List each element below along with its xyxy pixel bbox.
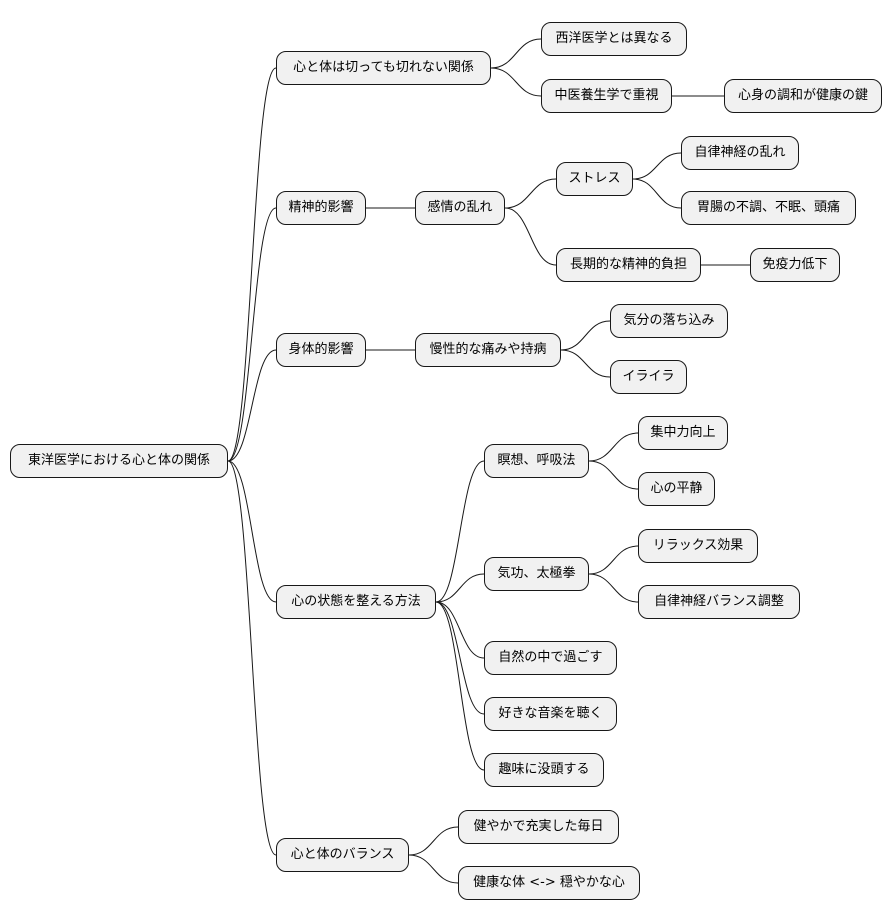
leaf-node-fulfilling-days: 健やかで充実した毎日: [458, 810, 619, 844]
leaf-node-concentration: 集中力向上: [638, 416, 728, 450]
connector-root-n3: [227, 349, 277, 462]
node-chronic-pain: 慢性的な痛みや持病: [415, 333, 561, 367]
leaf-node-hobby: 趣味に没頭する: [484, 753, 604, 787]
node-long-term-burden: 長期的な精神的負担: [556, 248, 701, 282]
connector-n2a-n2a2: [504, 207, 557, 266]
leaf-node-calm-mind: 心の平静: [638, 472, 715, 506]
connector-root-n5: [227, 460, 277, 856]
branch-node-physical-influence: 身体的影響: [276, 333, 366, 367]
connector-n1-n1a: [490, 38, 542, 69]
connector-n3a-n3a1: [560, 320, 611, 351]
leaf-node-autonomic-disorder: 自律神経の乱れ: [681, 136, 799, 170]
connector-n4b-n4b1: [588, 545, 639, 575]
connector-n2a1-n2a1a: [632, 152, 682, 180]
branch-node-balance: 心と体のバランス: [276, 838, 409, 872]
branch-node-inseparable: 心と体は切っても切れない関係: [276, 51, 491, 85]
leaf-node-gi-insomnia-headache: 胃腸の不調、不眠、頭痛: [681, 191, 856, 225]
leaf-node-irritation: イライラ: [610, 360, 687, 394]
connector-n3a-n3a2: [560, 349, 611, 378]
branch-node-methods: 心の状態を整える方法: [276, 585, 436, 619]
connector-n2a1-n2a1b: [632, 178, 682, 209]
connector-n4-n4b: [435, 573, 485, 603]
connector-n4-n4d: [435, 601, 485, 715]
leaf-node-music: 好きな音楽を聴く: [484, 697, 617, 731]
leaf-node-harmony-key: 心身の調和が健康の鍵: [724, 79, 882, 113]
connector-n4b-n4b2: [588, 573, 639, 603]
leaf-node-autonomic-balance: 自律神経バランス調整: [638, 585, 800, 619]
connector-n4-n4e: [435, 601, 485, 771]
connector-n4a-n4a1: [588, 432, 639, 462]
leaf-node-nature-time: 自然の中で過ごす: [484, 641, 617, 675]
node-stress: ストレス: [556, 162, 633, 196]
leaf-node-immunity-decline: 免疫力低下: [750, 248, 840, 282]
node-tcm-emphasis: 中医養生学で重視: [541, 79, 672, 113]
leaf-node-healthy-body-calm-mind: 健康な体 <-> 穏やかな心: [458, 866, 640, 900]
connector-n5-n5a: [408, 826, 459, 856]
connector-n5-n5b: [408, 854, 459, 884]
node-emotional-disturbance: 感情の乱れ: [415, 191, 505, 225]
node-qigong-taichi: 気功、太極拳: [484, 557, 589, 591]
connector-n4-n4c: [435, 601, 485, 659]
leaf-node-differs-western: 西洋医学とは異なる: [541, 22, 687, 56]
connector-root-n4: [227, 460, 277, 603]
connector-root-n2: [227, 207, 277, 462]
connector-n4a-n4a2: [588, 460, 639, 490]
connector-n1-n1b: [490, 67, 542, 97]
mindmap-root-node: 東洋医学における心と体の関係: [10, 444, 228, 478]
connector-n4-n4a: [435, 460, 485, 603]
leaf-node-depressed-mood: 気分の落ち込み: [610, 304, 728, 338]
connector-root-n1: [227, 67, 277, 462]
branch-node-mental-influence: 精神的影響: [276, 191, 366, 225]
connector-n2a-n2a1: [504, 178, 557, 209]
node-meditation-breathing: 瞑想、呼吸法: [484, 444, 589, 478]
leaf-node-relax-effect: リラックス効果: [638, 529, 758, 563]
